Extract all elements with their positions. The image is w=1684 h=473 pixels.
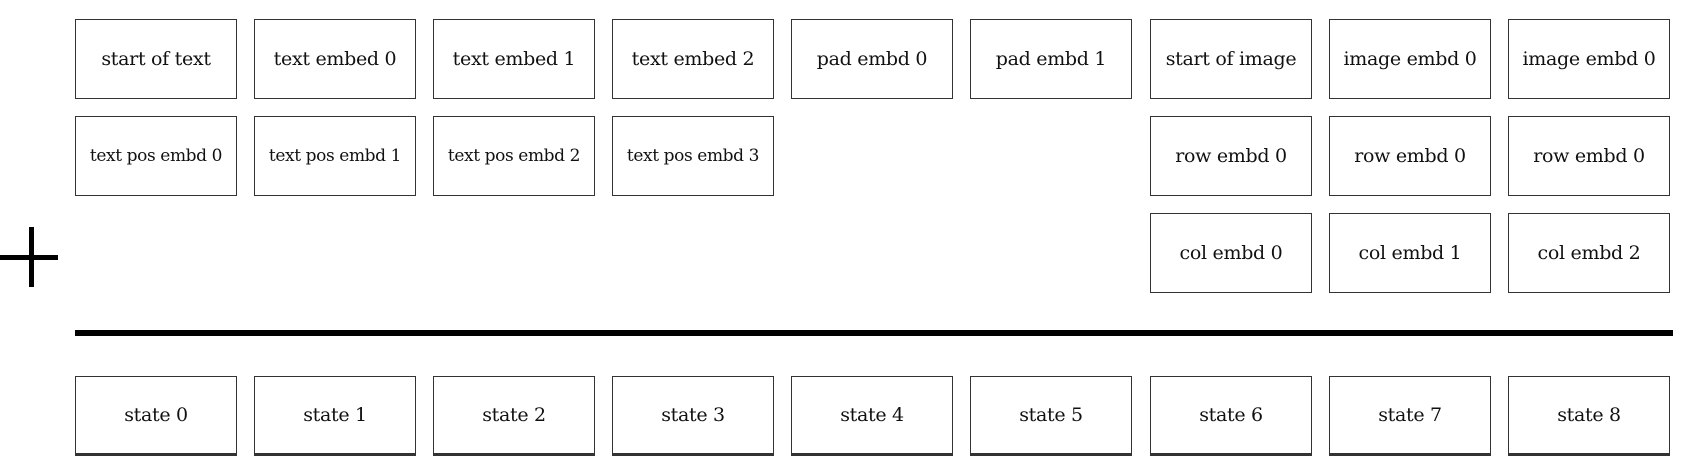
state-3-box: state 3: [612, 376, 774, 456]
text-pos-embd-3-box: text pos embd 3: [612, 116, 774, 196]
sum-divider-line: [75, 330, 1673, 336]
text-embed-0-box: text embed 0: [254, 19, 416, 99]
text-pos-embd-2-box: text pos embd 2: [433, 116, 595, 196]
state-6-box: state 6: [1150, 376, 1312, 456]
pad-embd-1-box: pad embd 1: [970, 19, 1132, 99]
plus-icon: [0, 227, 60, 287]
image-embd-box: image embd 0: [1508, 19, 1670, 99]
text-embed-1-box: text embed 1: [433, 19, 595, 99]
start-of-text-box: start of text: [75, 19, 237, 99]
row-embd-box: row embd 0: [1508, 116, 1670, 196]
state-2-box: state 2: [433, 376, 595, 456]
col-embd-2-box: col embd 2: [1508, 213, 1670, 293]
text-embed-2-box: text embed 2: [612, 19, 774, 99]
col-embd-1-box: col embd 1: [1329, 213, 1491, 293]
state-7-box: state 7: [1329, 376, 1491, 456]
row-embd-box: row embd 0: [1329, 116, 1491, 196]
text-pos-embd-0-box: text pos embd 0: [75, 116, 237, 196]
text-pos-embd-1-box: text pos embd 1: [254, 116, 416, 196]
image-embd-box: image embd 0: [1329, 19, 1491, 99]
pad-embd-0-box: pad embd 0: [791, 19, 953, 99]
row-embd-box: row embd 0: [1150, 116, 1312, 196]
state-4-box: state 4: [791, 376, 953, 456]
col-embd-0-box: col embd 0: [1150, 213, 1312, 293]
state-5-box: state 5: [970, 376, 1132, 456]
state-0-box: state 0: [75, 376, 237, 456]
start-of-image-box: start of image: [1150, 19, 1312, 99]
state-1-box: state 1: [254, 376, 416, 456]
state-8-box: state 8: [1508, 376, 1670, 456]
